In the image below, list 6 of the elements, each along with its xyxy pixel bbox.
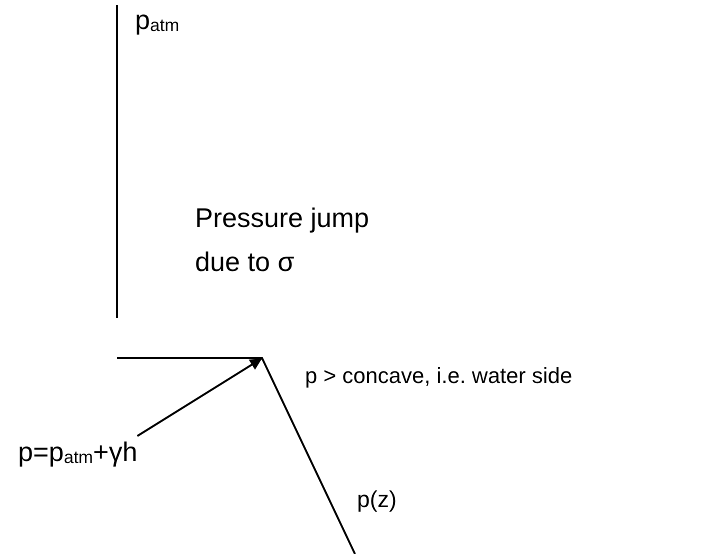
pressure-label: p$_{atm}$ [135, 4, 180, 36]
annotation-text: p > concave, i.e. water side [305, 363, 572, 390]
formula-label: p=p$_{atm}$+γh [18, 436, 138, 468]
annotation-text: Pressure jump due to σ [195, 202, 370, 279]
leader-line [136, 358, 262, 437]
pressure-label: p(z) [357, 486, 397, 514]
